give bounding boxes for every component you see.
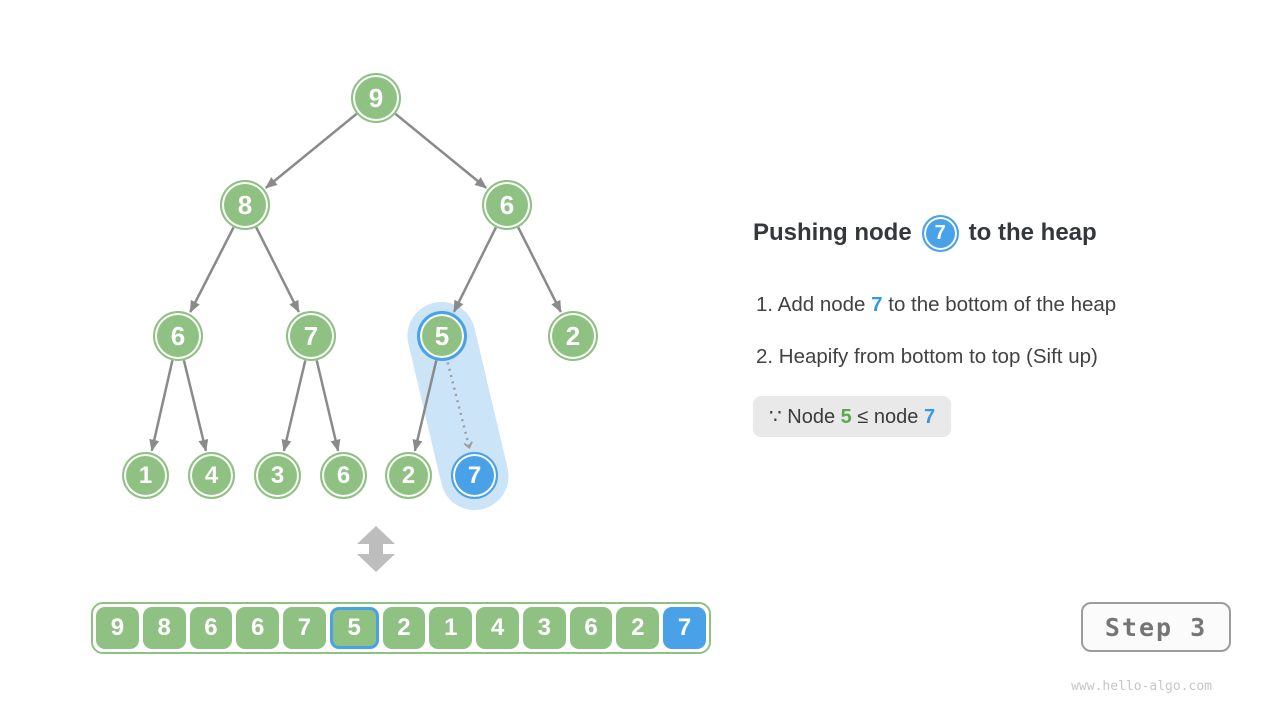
array-cell: 8 xyxy=(142,607,186,649)
array-cell-compared: 5 xyxy=(329,607,379,649)
array-cell: 7 xyxy=(283,607,326,649)
note-text: Node xyxy=(781,406,841,428)
array-cell: 9 xyxy=(96,607,139,649)
step-2-text: Heapify from bottom to top (Sift up) xyxy=(778,345,1098,368)
instruction-step-2: 2. Heapify from bottom to top (Sift up) xyxy=(756,345,1098,369)
array-cell: 2 xyxy=(616,607,660,649)
tree-node: 2 xyxy=(385,452,432,499)
step-1-text: Add node xyxy=(777,293,872,316)
array-cell: 2 xyxy=(382,607,426,649)
tree-node: 1 xyxy=(122,452,169,499)
note-blue-value: 7 xyxy=(923,406,936,428)
because-symbol: ∵ xyxy=(769,406,782,428)
tree-array-swap-arrow-icon xyxy=(357,526,395,572)
tree-node: 6 xyxy=(482,180,532,230)
array-cell: 1 xyxy=(429,607,473,649)
tree-node: 3 xyxy=(254,452,301,499)
tree-node: 2 xyxy=(548,311,598,361)
watermark: www.hello-algo.com xyxy=(1071,679,1212,694)
tree-node-root: 9 xyxy=(351,73,401,123)
tree-node: 7 xyxy=(286,311,336,361)
instruction-step-1: 1. Add node 7 to the bottom of the heap xyxy=(756,293,1116,317)
tree-node: 6 xyxy=(153,311,203,361)
step-button[interactable]: Step 3 xyxy=(1081,602,1231,652)
step-1-number: 1. xyxy=(756,293,778,316)
step-1-text-post: to the bottom of the heap xyxy=(882,293,1117,316)
title-suffix: to the heap xyxy=(968,219,1097,246)
title-prefix: Pushing node xyxy=(753,219,912,246)
tree-node-compared: 5 xyxy=(417,311,467,361)
title-node-badge: 7 xyxy=(921,214,959,252)
tree-node: 4 xyxy=(188,452,235,499)
step-button-label: Step 3 xyxy=(1104,612,1208,642)
note-green-value: 5 xyxy=(840,406,852,428)
heap-array: 9 8 6 6 7 5 2 1 4 3 6 2 7 xyxy=(91,602,711,654)
array-cell: 6 xyxy=(189,607,233,649)
array-cell: 4 xyxy=(476,607,519,649)
comparison-note: ∵ Node 5 ≤ node 7 xyxy=(753,396,952,437)
array-cell: 6 xyxy=(236,607,280,649)
tree-node: 8 xyxy=(220,180,270,230)
tree-node: 6 xyxy=(320,452,367,499)
panel-title: Pushing node 7 to the heap xyxy=(753,211,1097,255)
tree-node-inserted: 7 xyxy=(451,452,498,499)
note-text-mid: ≤ node xyxy=(851,406,924,428)
step-1-node-value: 7 xyxy=(871,293,883,316)
array-cell: 3 xyxy=(522,607,566,649)
step-2-number: 2. xyxy=(756,345,779,368)
array-cell-inserted: 7 xyxy=(663,607,706,649)
array-cell: 6 xyxy=(569,607,613,649)
